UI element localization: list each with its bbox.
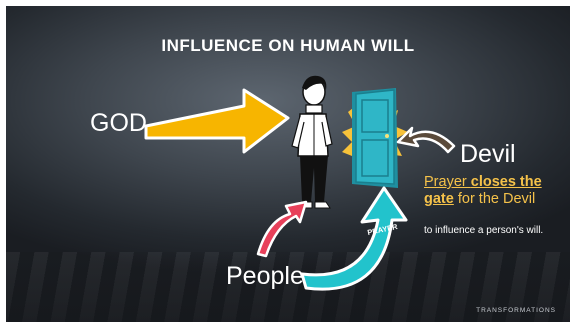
prayer-statement: Prayer closes the gate for the Devil xyxy=(424,174,554,208)
prayer-word: Prayer xyxy=(424,174,471,190)
slide-title: INFLUENCE ON HUMAN WILL xyxy=(161,36,415,55)
god-arrow xyxy=(144,88,290,154)
prayer-subtext: to influence a person's will. xyxy=(424,225,544,236)
people-label: People xyxy=(226,262,304,290)
person-figure-icon xyxy=(291,75,333,209)
people-arrow xyxy=(256,200,308,258)
illustration: PRAYER xyxy=(144,75,456,291)
floor xyxy=(6,252,570,322)
god-label: GOD xyxy=(90,109,147,137)
brand-logo: TRANSFORMATIONS xyxy=(476,307,556,314)
door-icon xyxy=(352,88,398,188)
devil-arrow xyxy=(396,126,456,154)
closes-the-gate: closes the gate xyxy=(424,174,542,207)
slide: INFLUENCE ON HUMAN WILL xyxy=(6,6,570,322)
prayer-arrow: PRAYER xyxy=(300,186,408,291)
for-the-devil: for the Devil xyxy=(453,191,536,207)
devil-label: Devil xyxy=(460,140,516,168)
